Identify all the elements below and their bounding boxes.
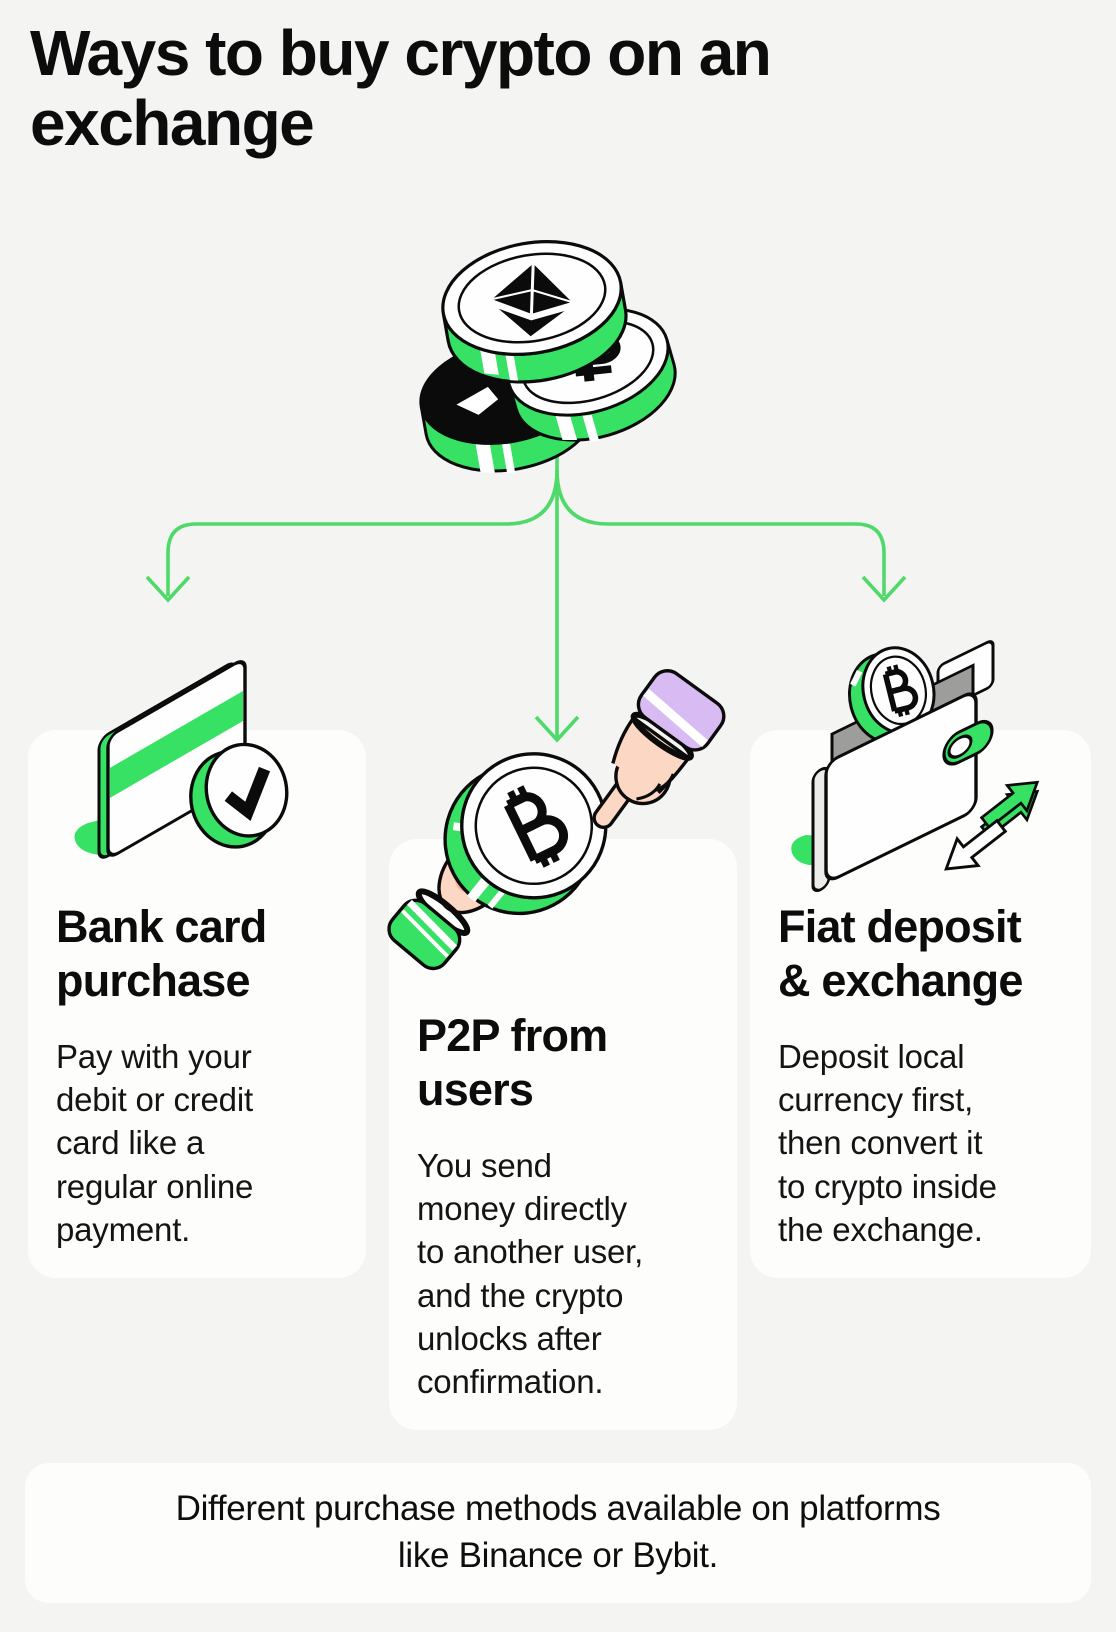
card-body: You send money directly to another user,… <box>417 1146 644 1400</box>
card-body: Deposit local currency first, then conve… <box>778 1037 997 1248</box>
card-title: Bank card purchase <box>56 901 267 1007</box>
card-title: P2P from users <box>417 1010 608 1116</box>
card-fiat-deposit: Fiat deposit & exchange Deposit local cu… <box>750 730 1091 1278</box>
card-bank-purchase: Bank card purchase Pay with your debit o… <box>28 730 366 1278</box>
branching-arrows <box>145 450 907 743</box>
card-title: Fiat deposit & exchange <box>778 901 1023 1007</box>
bank-card-check-icon <box>74 660 289 859</box>
footer-note-card: Different purchase methods available on … <box>25 1463 1091 1603</box>
page-title: Ways to buy crypto on an exchange <box>30 17 772 160</box>
hands-exchanging-coin-icon <box>387 669 726 971</box>
card-body: Pay with your debit or credit card like … <box>56 1037 254 1248</box>
crypto-coins-stack-icon <box>419 240 677 473</box>
wallet-deposit-exchange-icon <box>791 640 1040 893</box>
footer-note: Different purchase methods available on … <box>175 1489 941 1575</box>
